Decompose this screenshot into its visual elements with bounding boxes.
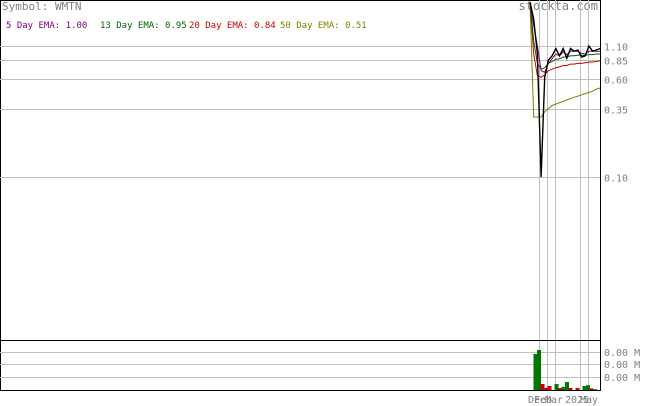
volume-bar xyxy=(586,385,590,390)
volume-bar xyxy=(589,388,594,390)
volume-bar xyxy=(593,389,597,390)
volume-tick-label: 0.00 M xyxy=(604,373,640,384)
volume-bar xyxy=(561,386,566,390)
price-tick-label: 0.85 xyxy=(604,57,628,68)
watermark-label: stockta.com xyxy=(519,0,598,13)
volume-bar xyxy=(582,386,587,390)
x-tick-label: Feb xyxy=(534,395,552,406)
chart-frame xyxy=(0,0,601,391)
legend-item: 13 Day EMA: 0.95 xyxy=(100,21,187,31)
price-tick-label: 0.10 xyxy=(604,174,628,185)
legend-item: 5 Day EMA: 1.00 xyxy=(6,21,87,31)
volume-grid: 0.00 M0.00 M0.00 M xyxy=(0,348,640,384)
x-tick-label: Dec xyxy=(528,395,546,406)
x-tick-label: May xyxy=(580,395,598,406)
volume-bar xyxy=(565,382,569,390)
series-line-20-day-ema xyxy=(529,1,601,78)
volume-bar xyxy=(568,388,573,390)
legend-item: 20 Day EMA: 0.84 xyxy=(189,21,276,31)
volume-bar xyxy=(575,388,580,390)
volume-bar xyxy=(554,384,559,390)
series-line-price xyxy=(529,1,601,178)
volume-bar xyxy=(537,350,541,390)
series-line-13-day-ema xyxy=(529,1,600,70)
legend-item: 50 Day EMA: 0.51 xyxy=(280,21,367,31)
volume-tick-label: 0.00 M xyxy=(604,360,640,371)
price-series-group xyxy=(529,1,601,178)
symbol-label: Symbol: WMTN xyxy=(2,0,81,13)
volume-bar xyxy=(533,354,538,390)
price-grid: 1.10 0.85 0.60 0.35 0.10 xyxy=(0,0,628,390)
price-tick-label: 0.35 xyxy=(604,106,628,117)
volume-bars-group xyxy=(533,350,597,390)
series-line-50-day-ema xyxy=(529,1,601,118)
volume-bar xyxy=(547,386,552,390)
volume-tick-label: 0.00 M xyxy=(604,348,640,359)
x-tick-label: Mar xyxy=(545,395,563,406)
price-tick-label: 1.10 xyxy=(604,43,628,54)
x-tick-label: 2025 xyxy=(565,395,589,406)
volume-bar xyxy=(558,388,562,390)
volume-bar xyxy=(544,388,548,390)
volume-bar xyxy=(540,384,545,390)
price-tick-label: 0.60 xyxy=(604,76,628,87)
